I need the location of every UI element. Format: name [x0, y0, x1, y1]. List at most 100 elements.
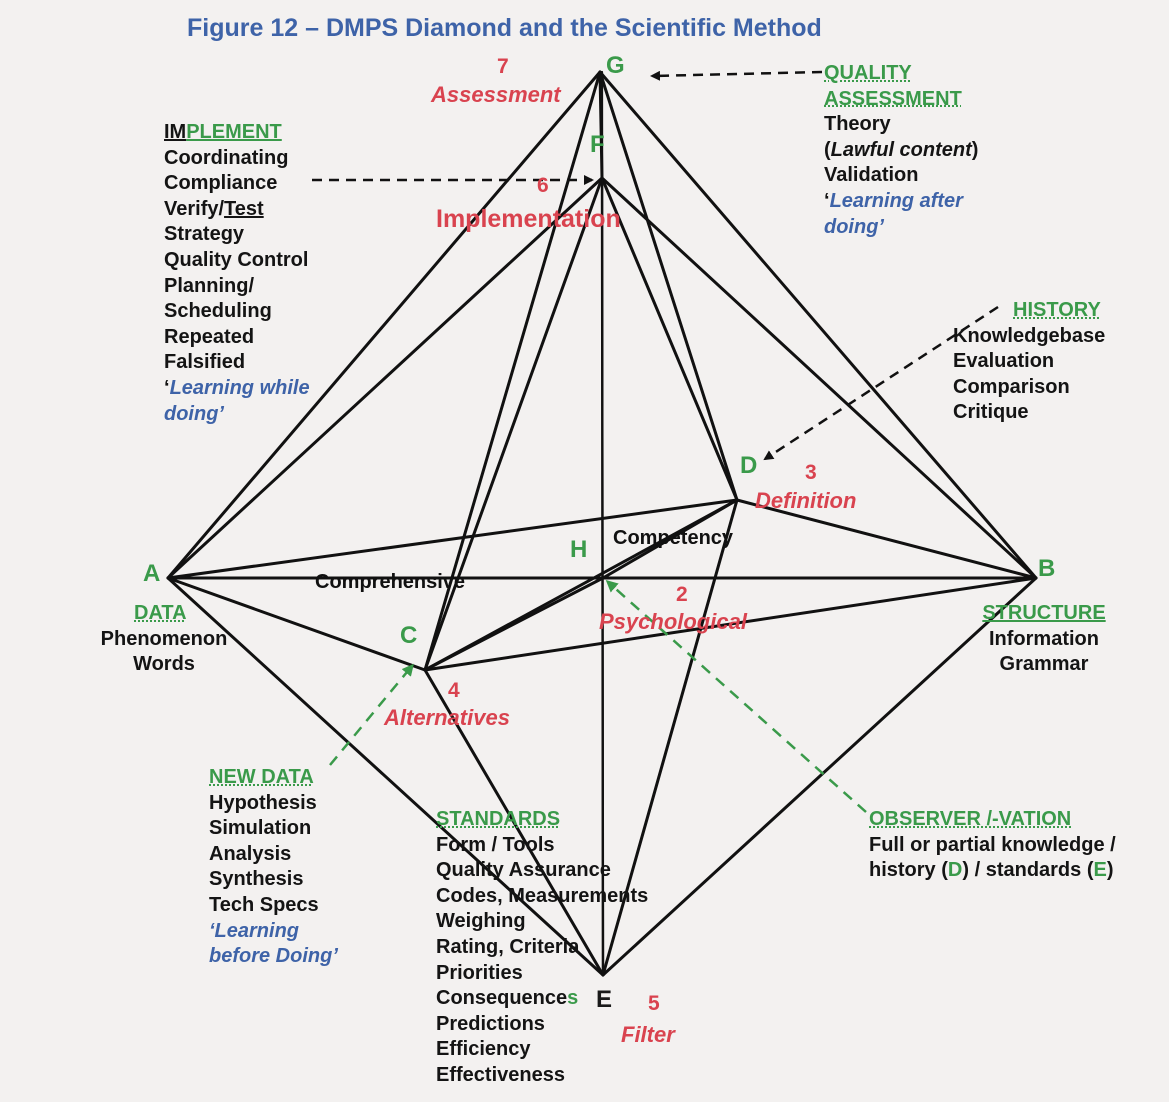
stage-label-alternatives: Alternatives: [384, 705, 510, 730]
inner-label-competency: Competency: [613, 527, 734, 549]
stage-number-5: 5: [648, 992, 660, 1015]
implement-quote: ‘Learning while: [164, 376, 310, 402]
observer-block: OBSERVER /-VATION Full or partial knowle…: [869, 807, 1116, 884]
edge-a-e: [166, 576, 605, 977]
edge-a-d: [166, 498, 739, 580]
implement-item: Falsified: [164, 351, 246, 374]
vertex-label-e: E: [596, 986, 613, 1013]
implement-quote-line1: Learning while: [169, 376, 310, 399]
implement-heading-rest: PLEMENT: [186, 121, 282, 143]
qa-quote: ‘Learning after: [824, 189, 978, 215]
implement-item: Quality Control: [164, 248, 309, 271]
verify-text: Verify/: [164, 197, 225, 220]
history-item: Comparison: [953, 375, 1070, 398]
stage-number-4: 4: [448, 679, 460, 702]
standards-item: Effectiveness: [436, 1063, 565, 1086]
observer-line1: Full or partial knowledge /: [869, 833, 1116, 856]
new-data-block: NEW DATA Hypothesis Simulation Analysis …: [209, 765, 338, 970]
data-item: Words: [133, 653, 195, 676]
new-data-heading: NEW DATA: [209, 766, 314, 788]
vertex-label-d: D: [740, 452, 758, 479]
qa-item-validation: Validation: [824, 164, 919, 187]
observer-heading: OBSERVER /-VATION: [869, 808, 1072, 830]
structure-block: STRUCTURE Information Grammar: [972, 601, 1116, 678]
implement-item-verify-test: Verify/Test: [164, 197, 310, 223]
vertex-label-f: F: [590, 131, 605, 158]
vertex-label-c: C: [400, 622, 418, 649]
qa-quote-line1: Learning after: [829, 189, 963, 212]
observer-line2: history (D) / standards (E): [869, 858, 1116, 884]
data-item: Phenomenon: [100, 627, 228, 650]
vertex-label-b: B: [1038, 555, 1056, 582]
new-data-item: Synthesis: [209, 868, 304, 891]
history-item: Critique: [953, 401, 1029, 424]
edge-g-d: [598, 70, 739, 502]
stage-number-2: 2: [676, 583, 688, 606]
new-data-item: Simulation: [209, 817, 312, 840]
arrow-newdata-to-c-icon: [329, 663, 414, 766]
stage-number-6: 6: [537, 174, 549, 197]
history-item: Knowledgebase: [953, 324, 1106, 347]
standards-item: Predictions: [436, 1012, 545, 1035]
edge-a-c: [166, 576, 427, 672]
implement-item: Scheduling: [164, 300, 272, 323]
data-heading: DATA: [134, 602, 187, 624]
implement-item: Compliance: [164, 172, 278, 195]
vertex-label-h: H: [570, 536, 588, 563]
edge-b-c: [423, 576, 1038, 672]
stage-number-3: 3: [805, 461, 817, 484]
vertex-label-a: A: [143, 560, 161, 587]
edge-f-a: [166, 176, 604, 580]
consequences-tail: s: [567, 987, 579, 1010]
quality-assessment-heading-line2: ASSESSMENT: [824, 87, 962, 110]
implement-item: Strategy: [164, 223, 245, 246]
quote-mark: ‘: [824, 189, 830, 212]
lawful-content-text: Lawful content: [830, 138, 972, 161]
standards-item: Rating, Criteria: [436, 935, 580, 958]
arrow-observer-to-h-icon: [605, 580, 867, 813]
figure-title: Figure 12 – DMPS Diamond and the Scienti…: [187, 14, 822, 42]
paren-close: ): [1106, 859, 1114, 882]
implement-quote-line2: doing’: [164, 402, 224, 425]
edge-f-b: [600, 176, 1038, 580]
stage-number-7: 7: [497, 55, 509, 78]
stage-label-definition: Definition: [755, 488, 857, 513]
observer-d-ref: D: [947, 859, 963, 882]
qa-item-theory: Theory: [824, 113, 891, 136]
consequences-text: Consequence: [436, 987, 568, 1010]
structure-item: Information: [989, 627, 1099, 650]
edge-f-c: [423, 176, 604, 672]
standards-item: Weighing: [436, 910, 526, 933]
test-text: Test: [224, 197, 264, 220]
stage-label-assessment: Assessment: [431, 82, 561, 107]
history-heading: HISTORY: [1013, 299, 1101, 321]
edge-d-e: [601, 498, 739, 977]
edge-c-e: [423, 668, 605, 977]
standards-item-consequences: Consequences: [436, 986, 648, 1012]
qa-quote-line2: doing’: [824, 215, 884, 238]
standards-item: Efficiency: [436, 1038, 531, 1061]
vertex-label-g: G: [606, 52, 625, 79]
quality-assessment-block: QUALITY ASSESSMENT Theory (Lawful conten…: [824, 61, 978, 240]
edge-g-b: [598, 70, 1038, 580]
implement-heading: IMPLEMENT: [164, 120, 310, 146]
edge-g-a: [166, 70, 602, 580]
standards-item: Codes, Measurements: [436, 884, 649, 907]
edge-b-e: [601, 576, 1038, 977]
edge-f-d: [600, 176, 739, 502]
implement-item: Planning/: [164, 274, 254, 297]
observer-standards-text: ) / standards (: [962, 859, 1094, 882]
qa-item-lawful-content: (Lawful content): [824, 138, 978, 164]
data-block: DATA Phenomenon Words: [94, 601, 234, 678]
quality-assessment-heading-line1: QUALITY: [824, 62, 912, 84]
observer-history-text: history (: [869, 859, 948, 882]
standards-item: Priorities: [436, 961, 523, 984]
new-data-quote-line1: ‘Learning: [209, 919, 300, 942]
edge-h-d: [601, 498, 739, 580]
structure-heading: STRUCTURE: [982, 602, 1106, 624]
structure-item: Grammar: [999, 653, 1089, 676]
arrow-quality-to-g-icon: [650, 70, 823, 81]
standards-heading: STANDARDS: [436, 808, 561, 830]
standards-item: Quality Assurance: [436, 859, 611, 882]
